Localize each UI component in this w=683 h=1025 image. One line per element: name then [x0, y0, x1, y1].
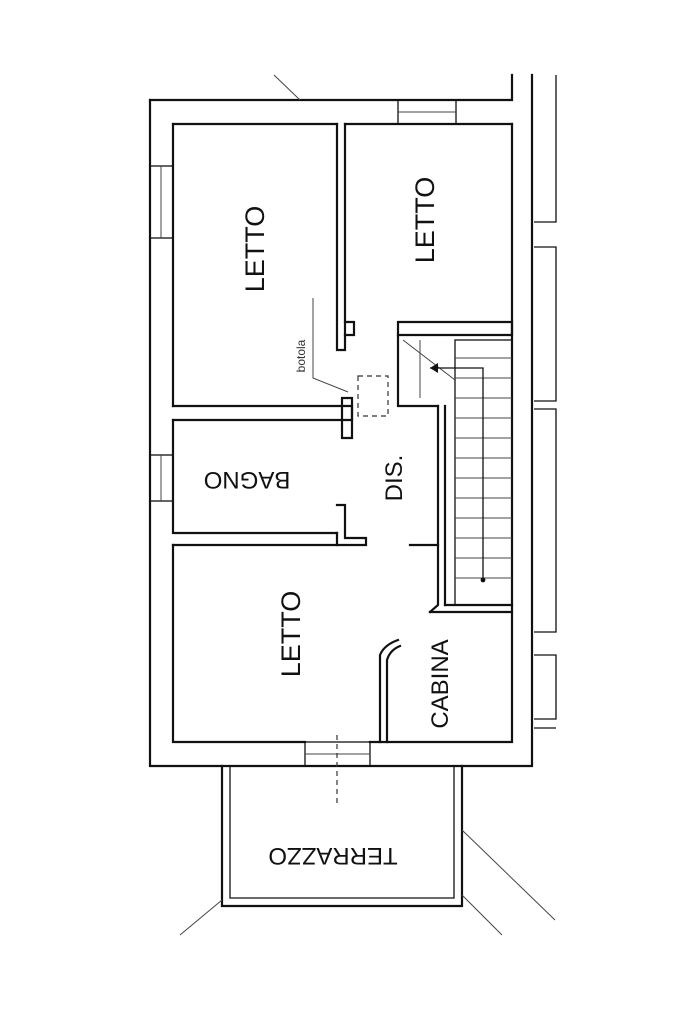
- label-botola: botola: [294, 339, 308, 372]
- room-label-cabina: CABINA: [427, 639, 454, 728]
- room-label-terrazzo: TERRAZZO: [268, 842, 397, 869]
- room-label-dis: DIS.: [381, 455, 408, 502]
- room-label-letto-left: LETTO: [240, 206, 270, 293]
- terrazzo-outline: [220, 735, 464, 908]
- room-label-bagno: BAGNO: [204, 466, 291, 493]
- room-label-letto-bottom: LETTO: [276, 591, 306, 678]
- adjacent-building: [534, 75, 557, 729]
- site-lines: [179, 74, 556, 936]
- botola-hatch: [312, 298, 389, 417]
- interior-walls: [171, 122, 514, 744]
- windows: [149, 99, 457, 767]
- staircase: [402, 339, 513, 606]
- room-label-letto-right: LETTO: [410, 177, 440, 264]
